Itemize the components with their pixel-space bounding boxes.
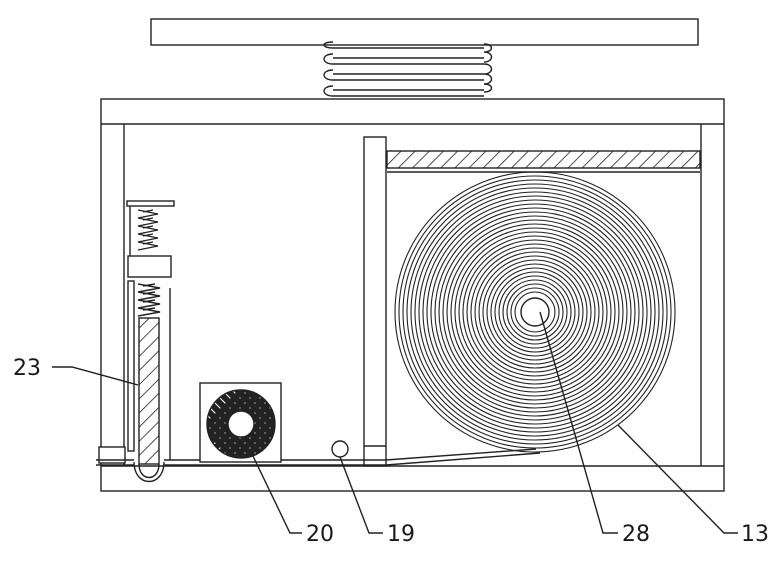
coil-ring [426,203,644,421]
coil-ring [502,279,568,345]
coil-ring [406,183,664,441]
coil-ring [418,195,652,429]
coil-ring [402,179,668,445]
label-19: 19 [387,522,415,547]
small-pulley [331,440,349,458]
coil-ring [394,171,676,453]
coil-ring [498,275,572,349]
housing [100,98,725,492]
coil-ring [514,291,556,333]
coil-ring [474,251,596,373]
cable [96,448,541,466]
coil-ring [430,207,640,417]
coil-ring [510,287,560,337]
coil-ring [458,235,612,389]
coil-ring [442,219,628,405]
divider-post [363,136,387,467]
coil-ring [486,263,584,361]
coil-ring [470,247,600,377]
coil-ring [414,191,656,433]
coil-ring [398,175,672,449]
coil-ring [438,215,632,409]
hatched-shelf [386,150,701,169]
label-20: 20 [306,522,334,547]
coil-ring [446,223,624,401]
coil-ring [434,211,636,413]
coil-ring [410,187,660,437]
coil-ring [478,255,592,369]
roller-box [199,382,282,463]
coil-ring [490,267,580,357]
spiral-coil [394,171,676,453]
coil-ring [506,283,564,341]
coil-ring [466,243,604,381]
top-spring [323,41,493,97]
coil-hub [520,297,550,327]
coil-ring [454,231,616,393]
coil-ring [482,259,588,365]
coil-ring [494,271,576,353]
coil-ring [422,199,648,425]
label-23: 23 [13,356,41,381]
label-13: 13 [741,522,769,547]
label-28: 28 [622,522,650,547]
top-plate [150,18,699,46]
coil-ring [462,239,608,385]
leader-lines [52,311,738,534]
coil-ring [450,227,620,397]
left-spring-assembly [98,200,175,483]
